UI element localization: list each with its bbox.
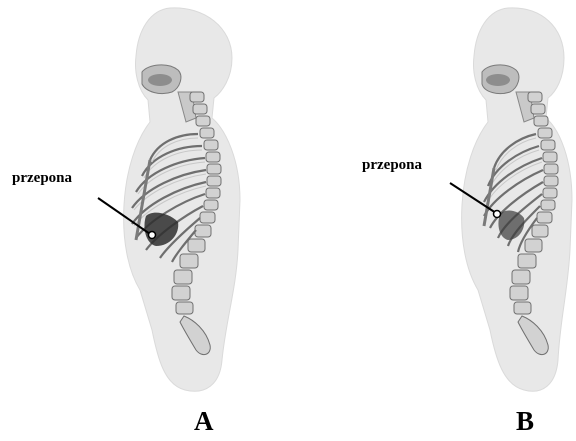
skeleton-illustration-b xyxy=(290,0,576,441)
diaphragm-marker-icon xyxy=(494,211,501,218)
human-silhouette-icon xyxy=(124,8,240,391)
skeleton-illustration-a xyxy=(0,0,290,441)
pointer-label-a: przepona xyxy=(12,170,72,187)
figure-a: przepona A xyxy=(0,0,290,441)
pointer-label-b: przepona xyxy=(362,157,422,174)
diaphragm-marker-icon xyxy=(149,232,156,239)
figure-caption-b: B xyxy=(516,406,534,437)
figure-caption-a: A xyxy=(194,406,214,437)
figure-b: przepona B xyxy=(290,0,576,441)
